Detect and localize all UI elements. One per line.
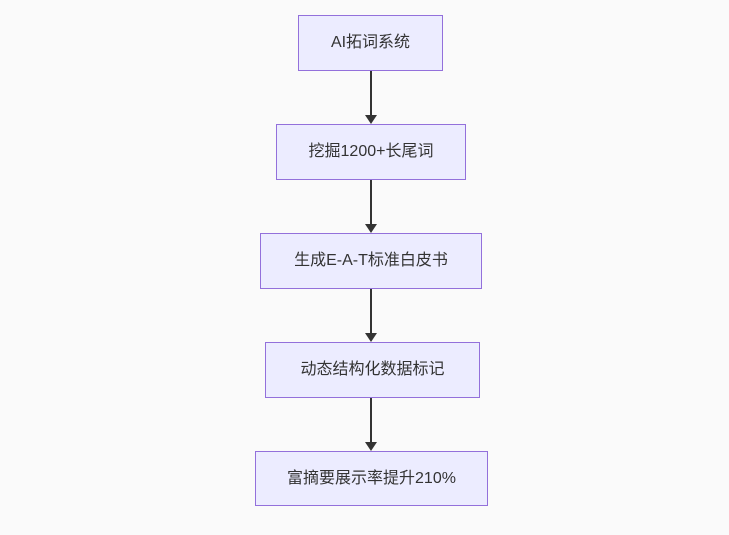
arrow-shaft bbox=[370, 398, 372, 442]
arrow-down-icon bbox=[364, 289, 378, 342]
arrow-down-icon bbox=[364, 180, 378, 233]
flowchart-node-step-3: 生成E-A-T标准白皮书 bbox=[260, 233, 482, 289]
flowchart-node-step-4: 动态结构化数据标记 bbox=[265, 342, 480, 398]
node-label: 富摘要展示率提升210% bbox=[287, 469, 456, 487]
node-label: 动态结构化数据标记 bbox=[300, 361, 445, 378]
node-label: 生成E-A-T标准白皮书 bbox=[294, 252, 448, 269]
arrowhead-icon bbox=[365, 442, 377, 451]
arrowhead-icon bbox=[365, 333, 377, 342]
node-label: AI拓词系统 bbox=[330, 34, 411, 51]
flowchart-node-step-2: 挖掘1200+长尾词 bbox=[276, 124, 466, 180]
arrow-shaft bbox=[370, 180, 372, 224]
arrowhead-icon bbox=[365, 224, 377, 233]
arrowhead-icon bbox=[365, 115, 377, 124]
flowchart-node-step-5: 富摘要展示率提升210% bbox=[255, 451, 488, 506]
arrow-down-icon bbox=[364, 398, 378, 451]
arrow-shaft bbox=[370, 71, 372, 115]
arrow-shaft bbox=[370, 289, 372, 333]
flowchart-node-step-1: AI拓词系统 bbox=[298, 15, 443, 71]
node-label: 挖掘1200+长尾词 bbox=[308, 143, 434, 160]
arrow-down-icon bbox=[364, 71, 378, 124]
